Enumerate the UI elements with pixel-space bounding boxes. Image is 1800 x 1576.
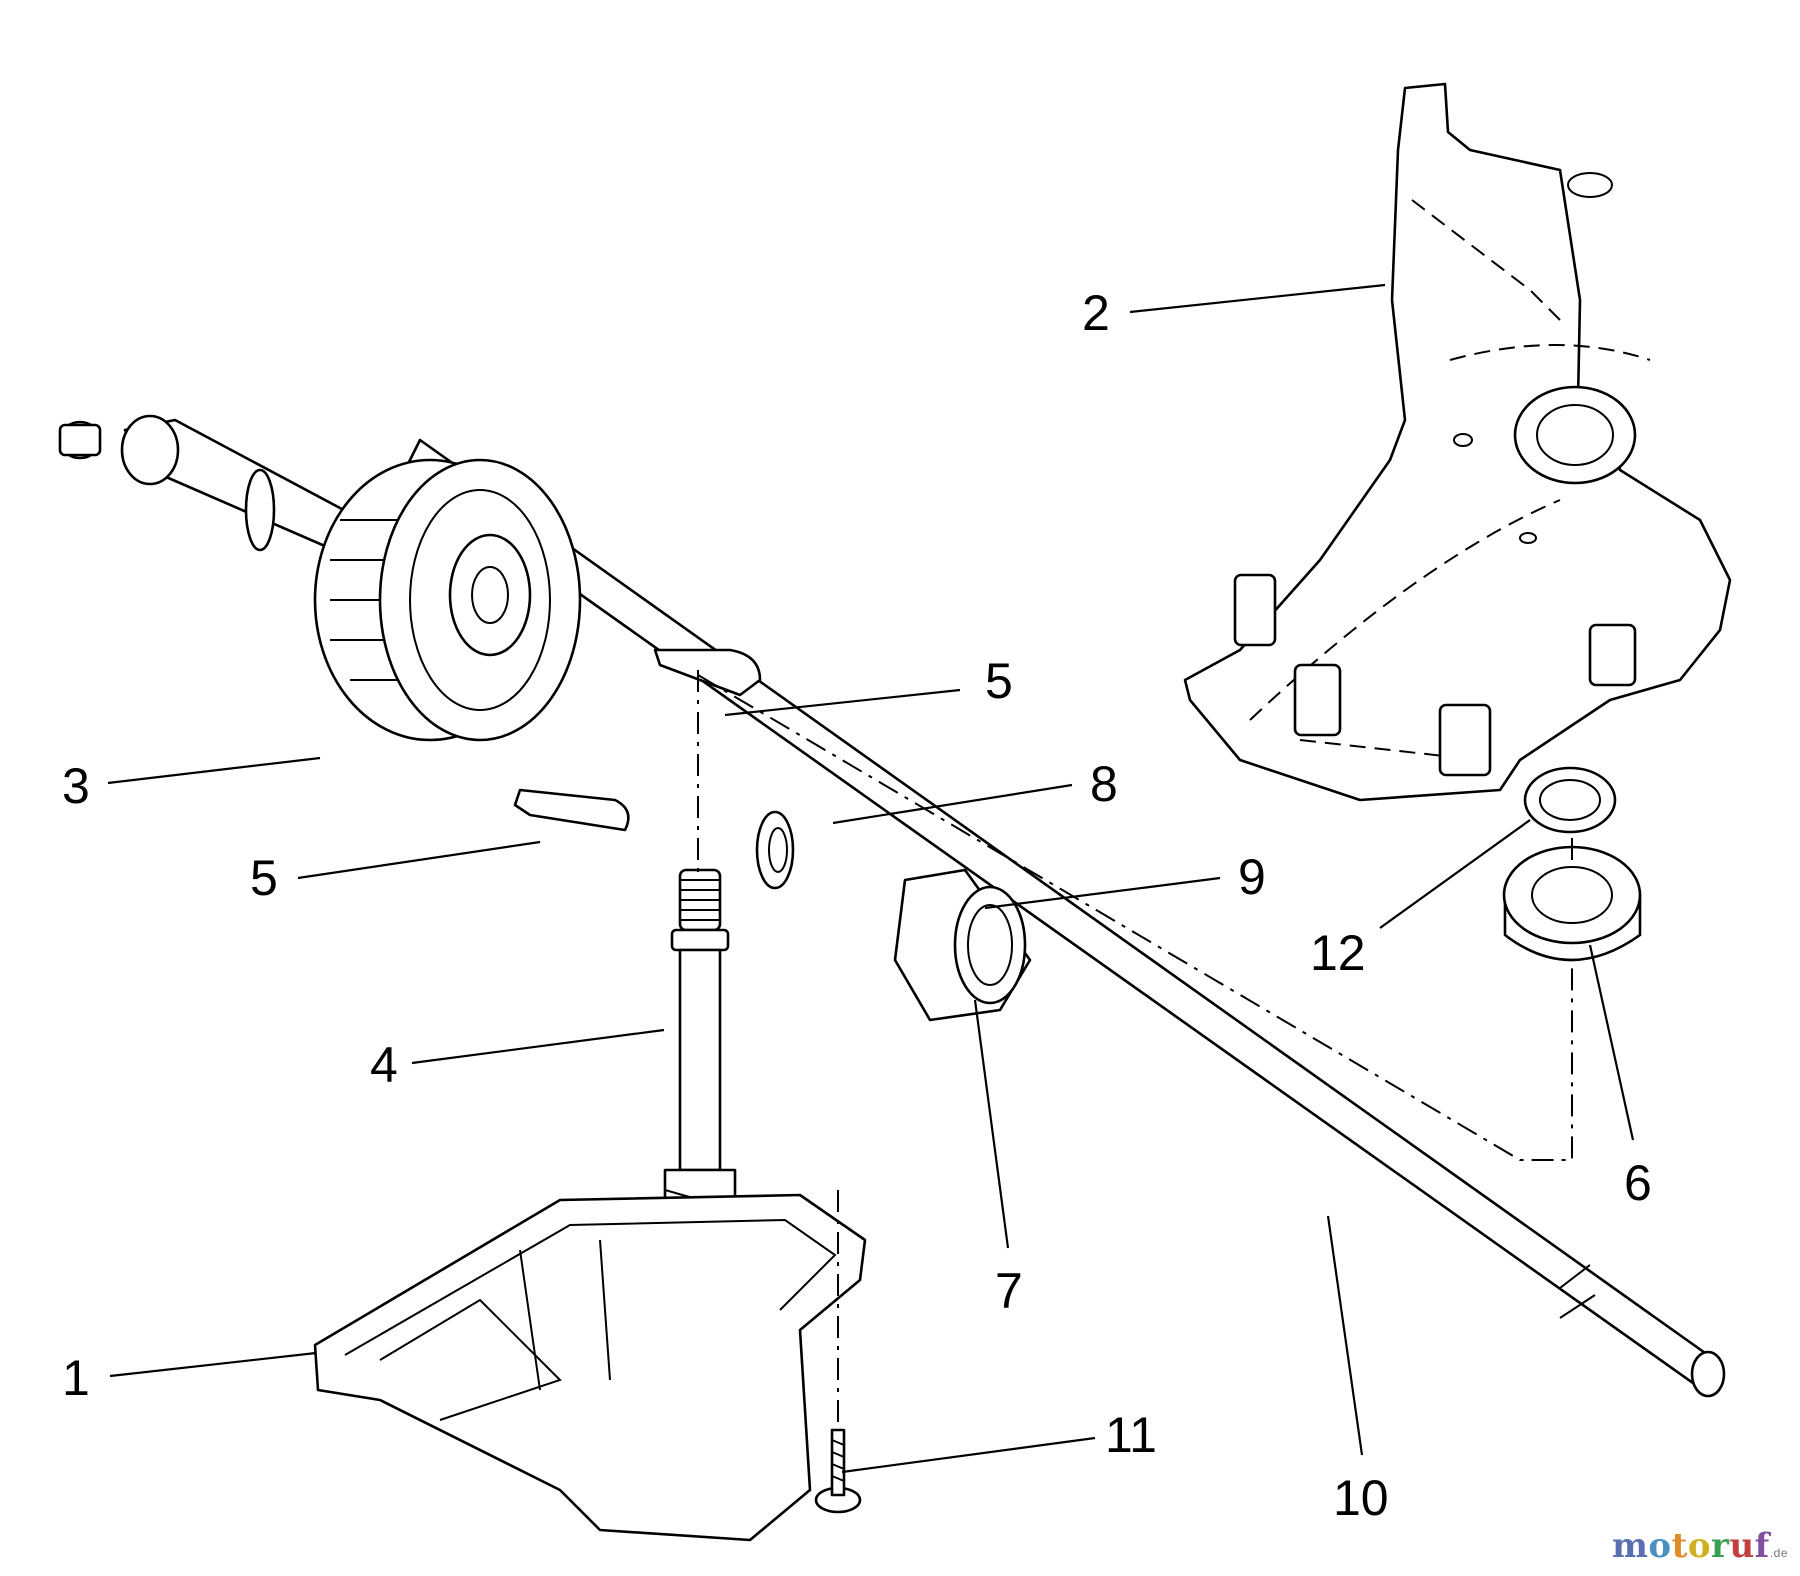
part-11-screw bbox=[814, 1428, 862, 1514]
watermark-letter: m bbox=[1611, 1526, 1649, 1566]
callout-12: 12 bbox=[1310, 925, 1366, 981]
callout-7: 7 bbox=[995, 1263, 1023, 1319]
watermark-letter: u bbox=[1729, 1526, 1755, 1566]
callout-9: 9 bbox=[1238, 849, 1266, 905]
assembly-guides bbox=[697, 670, 1573, 1425]
watermark-letter: o bbox=[1648, 1526, 1672, 1566]
callout-5-upper: 5 bbox=[985, 653, 1013, 709]
part-6-bearing bbox=[1502, 845, 1642, 962]
callout-10: 10 bbox=[1333, 1470, 1389, 1526]
part-12-bearing bbox=[1523, 766, 1617, 834]
part-5-pin-lower bbox=[513, 788, 630, 832]
callout-3: 3 bbox=[62, 758, 90, 814]
part-5-pin-upper bbox=[653, 648, 762, 697]
leader-lines bbox=[107, 283, 1635, 1474]
watermark-letter: r bbox=[1711, 1526, 1730, 1566]
callout-5-lower: 5 bbox=[250, 850, 278, 906]
watermark-tld: .de bbox=[1769, 1546, 1788, 1560]
callout-4: 4 bbox=[370, 1037, 398, 1093]
callout-11: 11 bbox=[1105, 1407, 1157, 1463]
callout-6: 6 bbox=[1624, 1155, 1652, 1211]
callout-1: 1 bbox=[62, 1350, 90, 1406]
part-8-washer bbox=[755, 810, 795, 890]
watermark-letter: o bbox=[1687, 1526, 1712, 1566]
motoruf-watermark-logo: motoruf.de bbox=[1612, 1526, 1788, 1566]
part-1-lower-housing bbox=[313, 1193, 867, 1542]
callout-labels: 2 3 5 8 9 5 4 12 6 7 1 10 11 bbox=[62, 285, 1652, 1526]
part-2-housing bbox=[1183, 82, 1732, 802]
watermark-letter: f bbox=[1754, 1526, 1770, 1566]
callout-8: 8 bbox=[1090, 756, 1118, 812]
part-9-bushing bbox=[893, 868, 1032, 1022]
callout-2: 2 bbox=[1082, 285, 1110, 341]
part-3-gear bbox=[313, 458, 582, 742]
watermark-letter: t bbox=[1671, 1526, 1688, 1566]
